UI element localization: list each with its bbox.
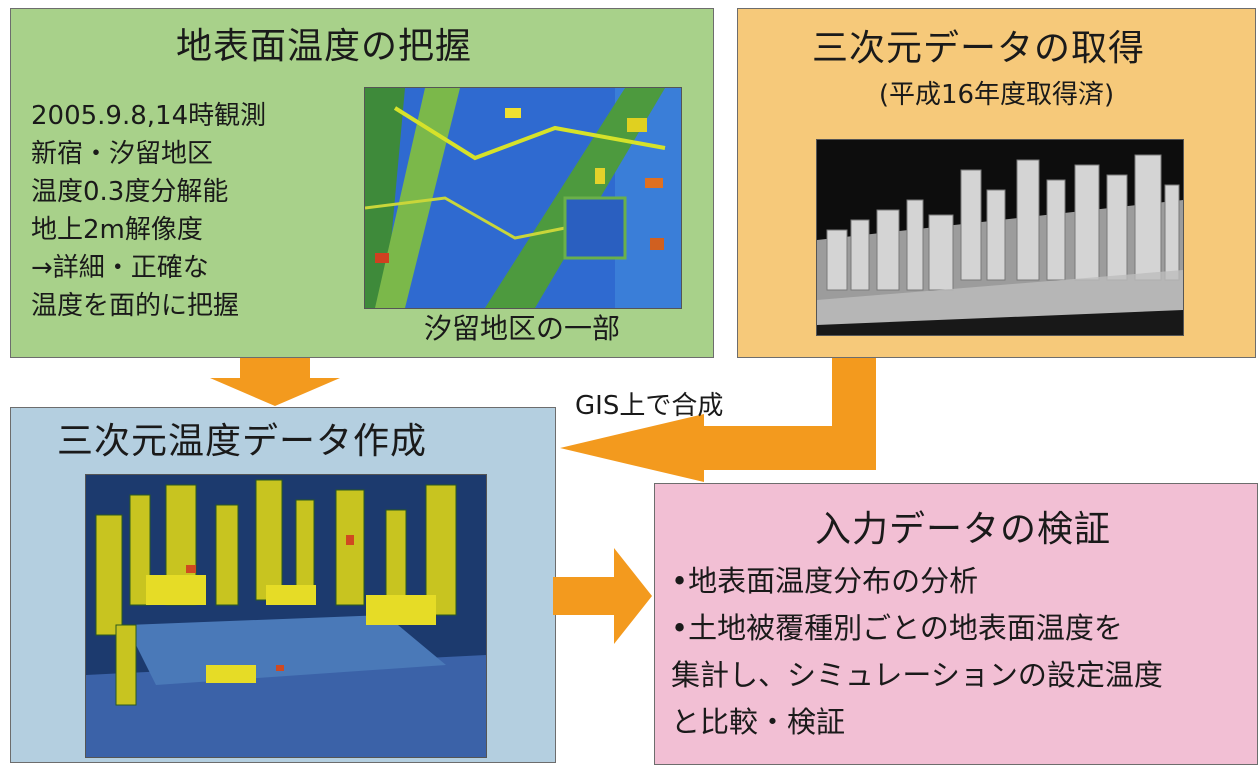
gis-composite-label: GIS上で合成	[575, 391, 724, 421]
info-line: 温度を面的に把握	[31, 291, 240, 321]
3d-city-model-image	[816, 139, 1184, 336]
observation-info-list: 2005.9.8,14時観測 新宿・汐留地区 温度0.3度分解能 地上2m解像度…	[31, 97, 266, 325]
verification-title: 入力データの検証	[815, 509, 1112, 550]
3d-data-subtitle: (平成16年度取得済)	[878, 80, 1115, 110]
merge-arrow-icon	[560, 358, 876, 482]
info-line: 2005.9.8,14時観測	[31, 101, 267, 131]
input-data-verification-panel: 入力データの検証 •地表面温度分布の分析 •土地被覆種別ごとの地表面温度を 集計…	[654, 483, 1258, 765]
verification-line: •土地被覆種別ごとの地表面温度を	[671, 611, 1123, 645]
3d-temperature-panel: 三次元温度データ作成	[10, 407, 556, 763]
verification-list: •地表面温度分布の分析 •土地被覆種別ごとの地表面温度を 集計し、シミュレーショ…	[671, 558, 1163, 746]
3d-data-title: 三次元データの取得	[812, 28, 1146, 69]
right-arrow-icon	[553, 548, 652, 644]
3d-data-panel: 三次元データの取得 (平成16年度取得済)	[737, 8, 1256, 358]
thermal-image-caption: 汐留地区の一部	[423, 312, 620, 345]
down-arrow-icon	[210, 358, 340, 406]
thermal-image-shiodome	[364, 87, 682, 309]
info-line: 新宿・汐留地区	[31, 139, 214, 169]
3d-thermal-city-image	[85, 474, 487, 758]
3d-temperature-title: 三次元温度データ作成	[57, 421, 428, 462]
verification-line: と比較・検証	[671, 705, 846, 739]
verification-line: 集計し、シミュレーションの設定温度	[671, 658, 1163, 692]
ground-temperature-panel: 地表面温度の把握 2005.9.8,14時観測 新宿・汐留地区 温度0.3度分解…	[10, 8, 714, 358]
verification-line: •地表面温度分布の分析	[671, 564, 979, 598]
info-line: 温度0.3度分解能	[31, 177, 229, 207]
info-line: →詳細・正確な	[31, 253, 209, 283]
ground-temperature-title: 地表面温度の把握	[176, 26, 473, 67]
info-line: 地上2m解像度	[31, 215, 203, 245]
